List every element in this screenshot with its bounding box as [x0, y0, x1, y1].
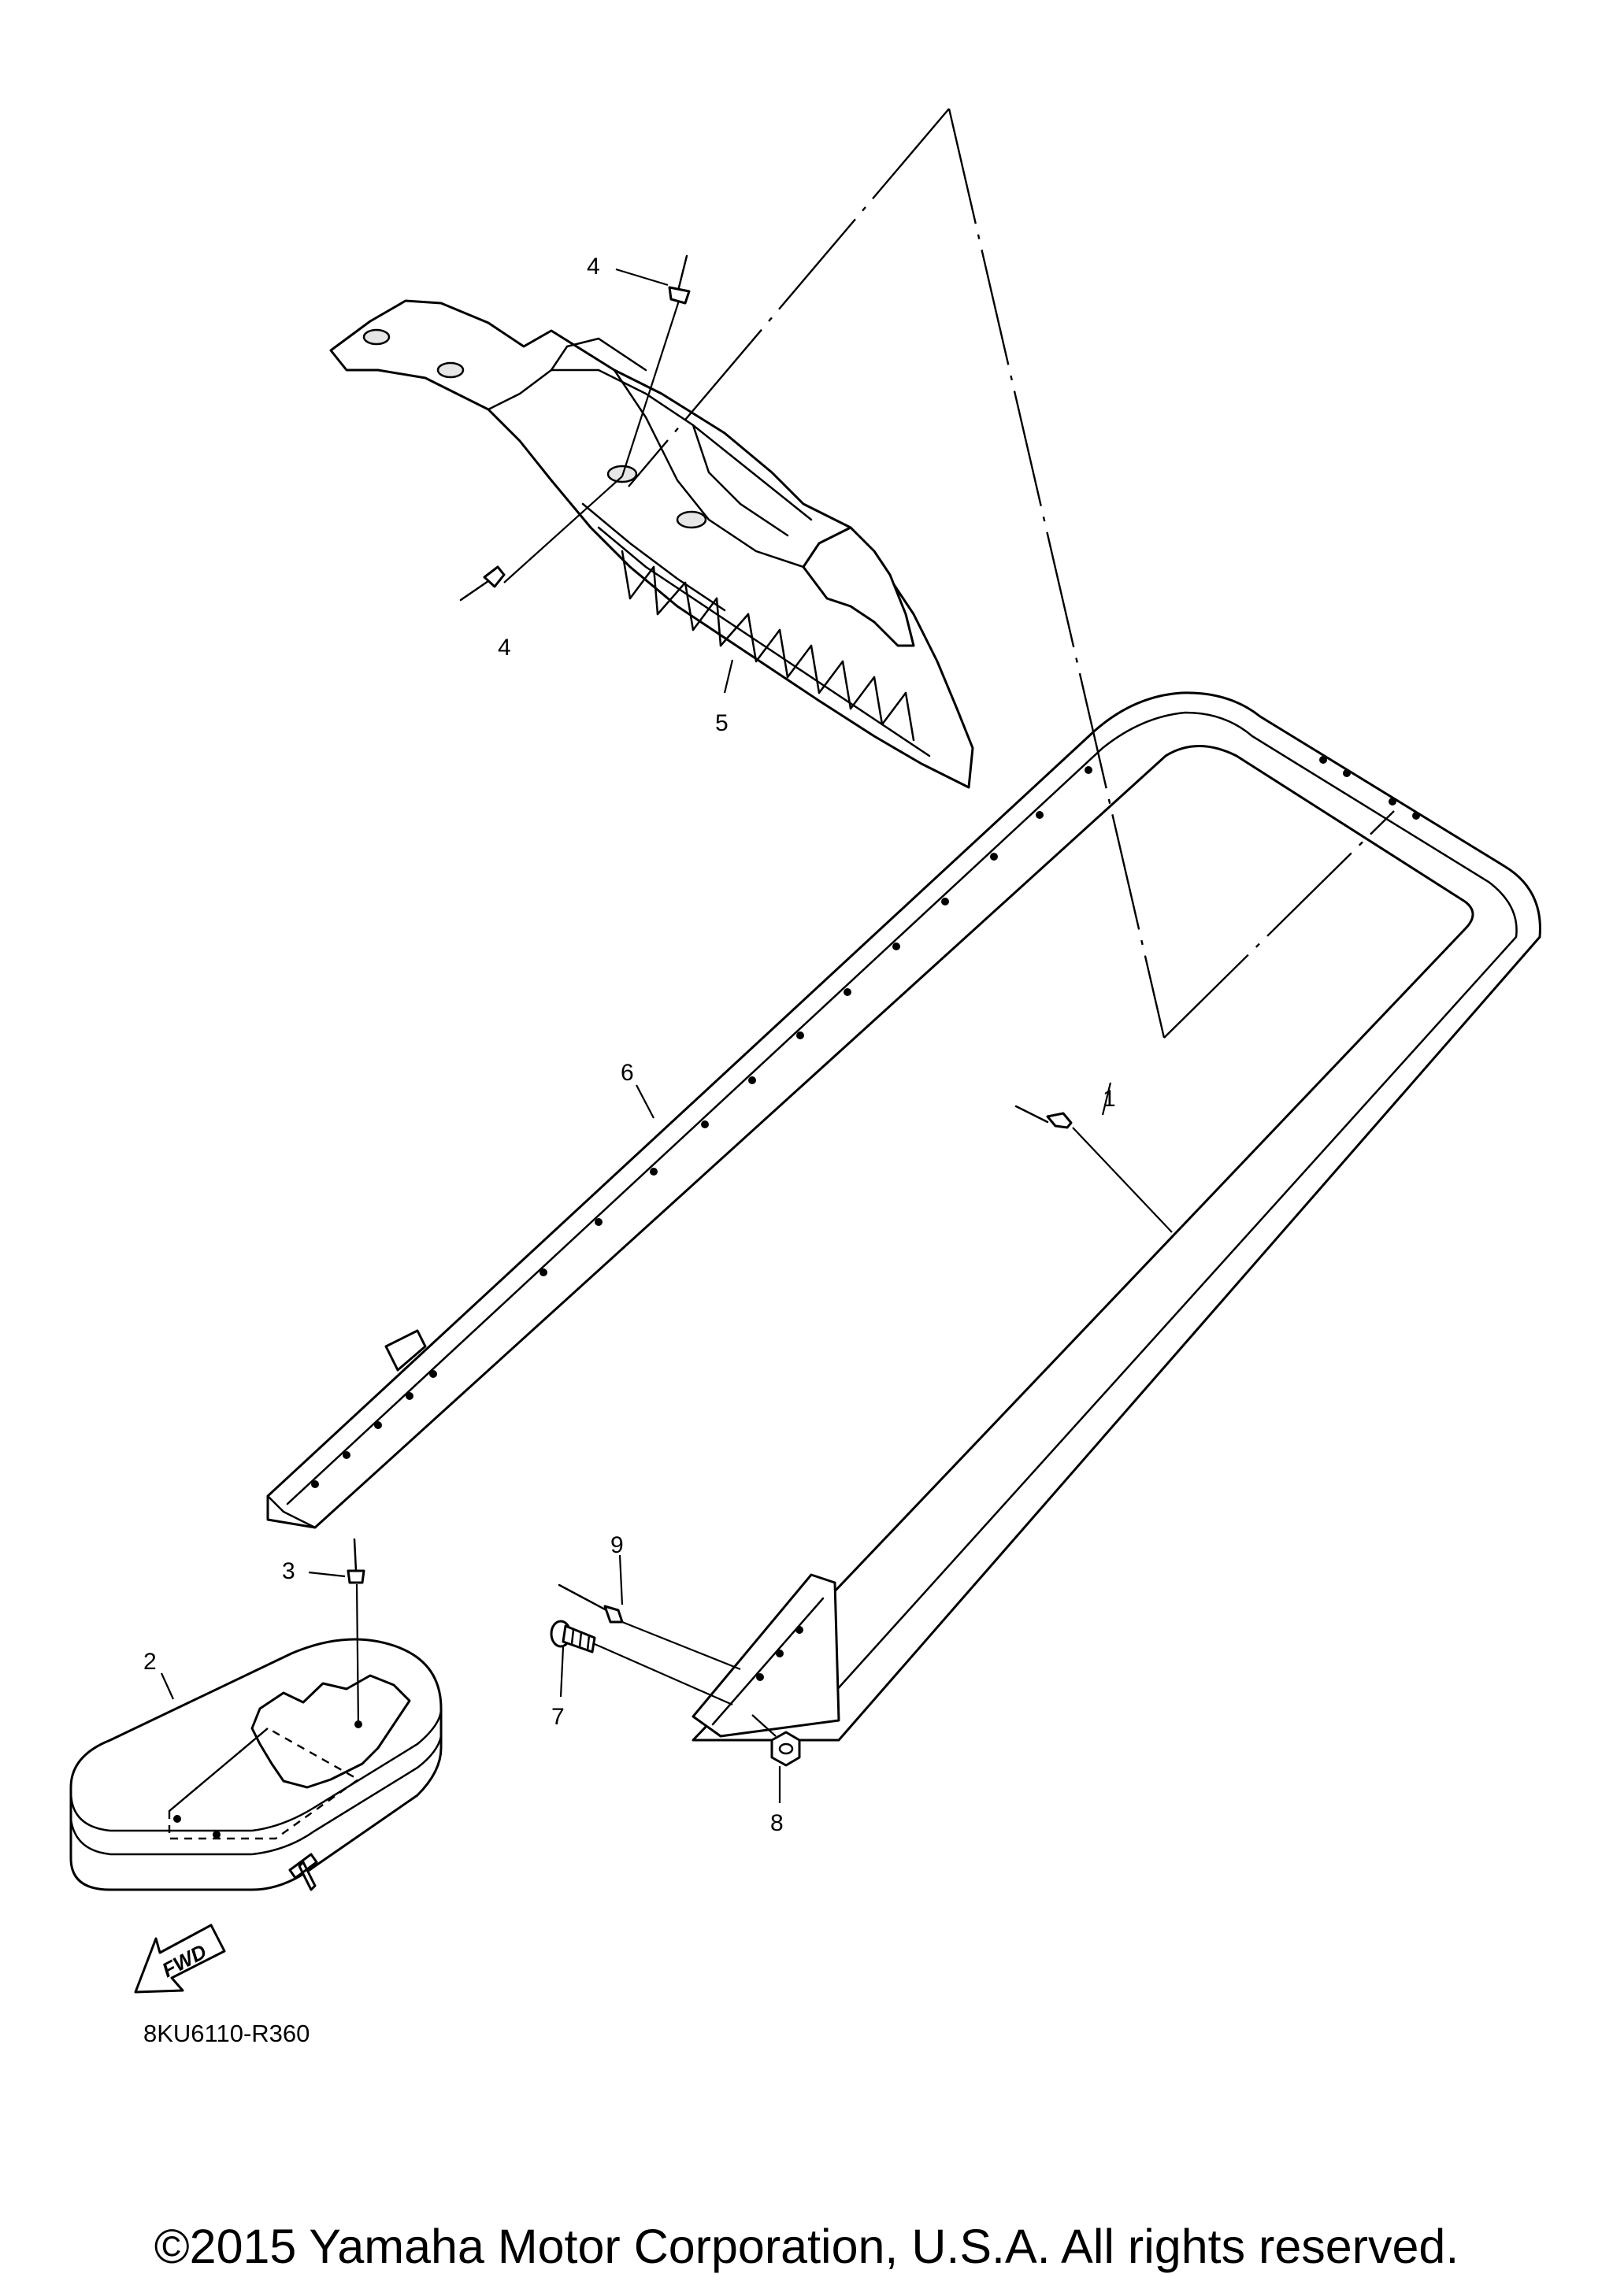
- phantom-lines: [628, 108, 1395, 1039]
- callout-1: 1: [1103, 1086, 1116, 1112]
- part-4-rivet-upper: [668, 254, 691, 305]
- part-8-nut: [770, 1731, 801, 1767]
- zipper-pull-icon: [288, 1853, 318, 1891]
- fwd-arrow-icon: FWD: [134, 1924, 226, 1994]
- callout-4-upper: 4: [587, 254, 600, 280]
- callout-9: 9: [610, 1532, 624, 1558]
- mounting-hole-2: [436, 361, 465, 379]
- part-4-rivet-lower: [459, 565, 506, 602]
- callout-7: 7: [551, 1704, 565, 1730]
- copyright-notice: ©2015 Yamaha Motor Corporation, U.S.A. A…: [154, 2220, 1459, 2273]
- callout-3: 3: [282, 1558, 295, 1584]
- mounting-hole-4: [676, 510, 707, 529]
- part-9-rivet: [558, 1583, 624, 1624]
- part-5-step-assembly: [329, 299, 974, 789]
- callout-4-lower: 4: [498, 635, 511, 661]
- step-tread-pattern: [621, 550, 915, 742]
- part-1-rivet: [1014, 1105, 1073, 1129]
- part-3-rivet: [347, 1538, 365, 1584]
- callout-8: 8: [770, 1810, 784, 1836]
- part-2-cushion: [69, 1638, 443, 1891]
- diagram-reference-code: 8KU6110-R360: [143, 2020, 310, 2047]
- callout-5: 5: [715, 710, 729, 736]
- leader-lines: [160, 268, 1173, 1803]
- part-6-handle-rail: [266, 691, 1541, 1742]
- callout-6: 6: [621, 1060, 634, 1086]
- rail-holes: [311, 756, 1420, 1681]
- callout-2: 2: [143, 1649, 157, 1675]
- part-7-bolt: [550, 1620, 596, 1653]
- mounting-hole-1: [362, 328, 391, 346]
- callouts: 4 4 5 6 1 3 2 9 7 8: [143, 254, 1116, 1836]
